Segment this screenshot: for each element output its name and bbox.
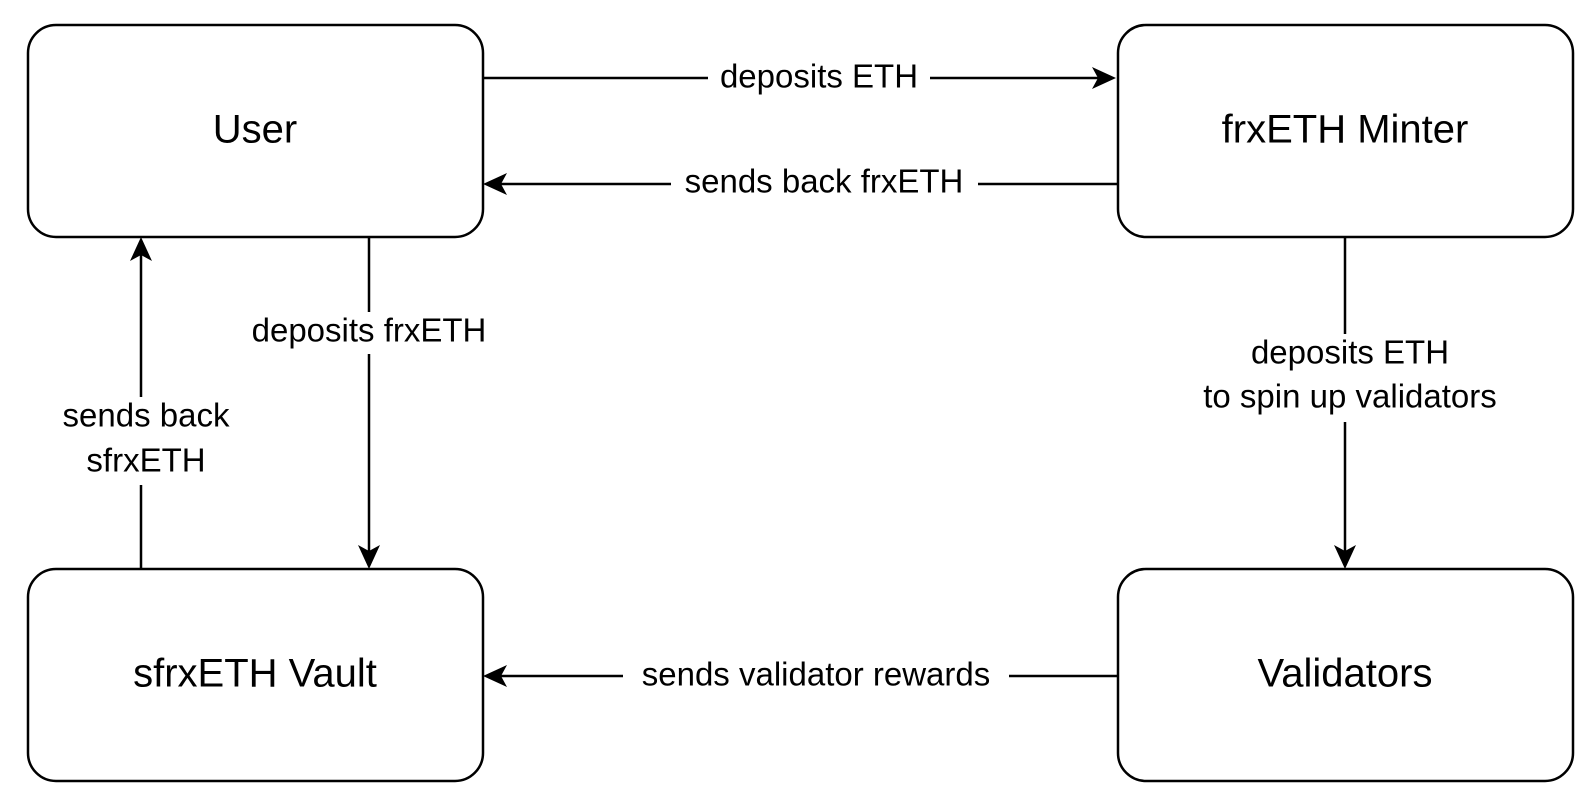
edge-label-sends-back-frxeth: sends back frxETH <box>671 163 978 206</box>
edge-label-sends-back-sfrxeth: sends back sfrxETH <box>52 397 232 485</box>
edge-label-sends-validator-rewards: sends validator rewards <box>623 655 1009 697</box>
node-label: sfrxETH Vault <box>133 652 377 696</box>
edge-label-line1: deposits ETH <box>1251 334 1449 371</box>
edge-label-line1: sends back <box>63 397 230 434</box>
arrowhead-left-icon <box>483 173 507 195</box>
arrowhead-down-icon <box>1334 545 1356 569</box>
arrowhead-up-icon <box>130 237 152 261</box>
node-sfrxeth-vault: sfrxETH Vault <box>26 567 485 783</box>
edge-label-deposits-eth: deposits ETH <box>708 58 930 100</box>
node-label: Validators <box>1258 652 1433 696</box>
edge-label-text: sends validator rewards <box>642 656 991 693</box>
edge-user-to-vault <box>358 237 380 569</box>
edge-label-line2: to spin up validators <box>1203 378 1497 415</box>
edge-label-deposits-eth-spin-up: deposits ETH to spin up validators <box>1183 334 1507 422</box>
edge-label-text: sends back frxETH <box>685 163 964 200</box>
arrowhead-left-icon <box>483 665 507 687</box>
edge-label-text: deposits ETH <box>720 58 918 95</box>
node-validators: Validators <box>1116 567 1575 783</box>
edge-label-deposits-frxeth: deposits frxETH <box>237 312 501 354</box>
node-frxeth-minter: frxETH Minter <box>1116 23 1575 239</box>
node-user: User <box>26 23 485 239</box>
edge-label-text: deposits frxETH <box>252 312 487 349</box>
node-label: frxETH Minter <box>1222 108 1469 152</box>
arrowhead-right-icon <box>1092 67 1116 89</box>
edge-label-line2: sfrxETH <box>86 442 205 479</box>
arrowhead-down-icon <box>358 545 380 569</box>
node-label: User <box>213 108 297 152</box>
